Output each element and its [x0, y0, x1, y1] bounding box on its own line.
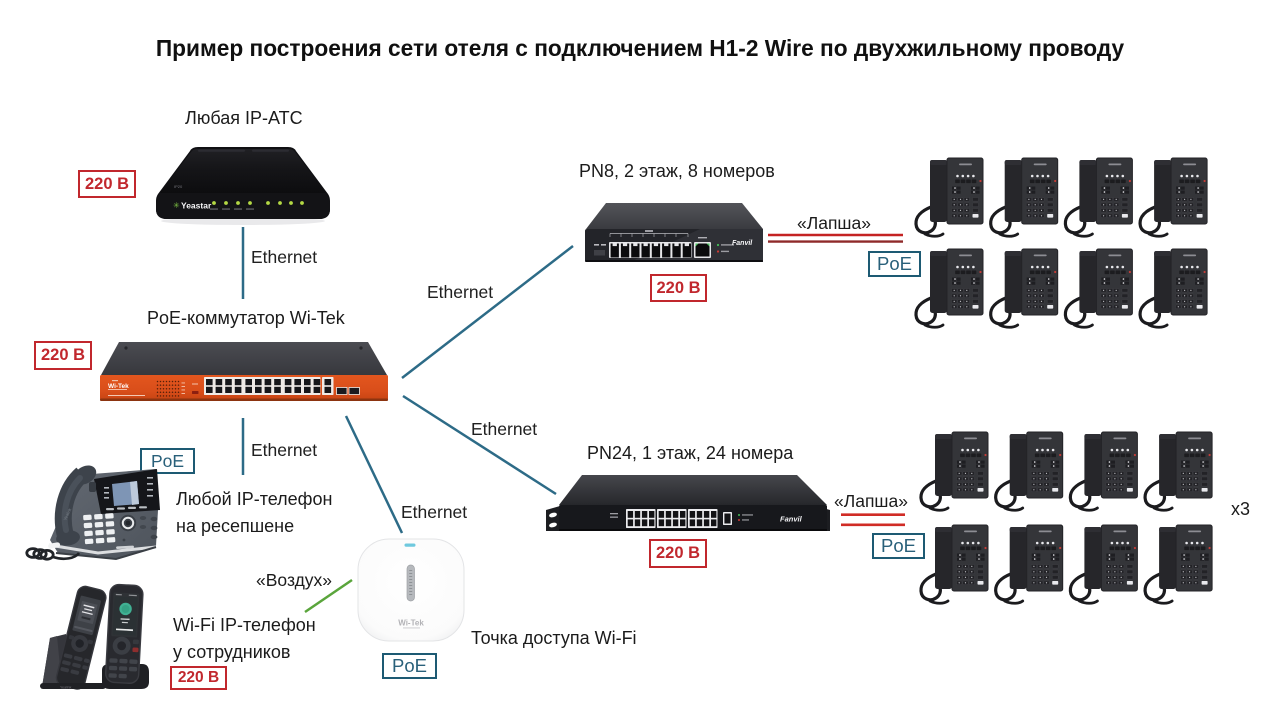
svg-text:Yealink: Yealink	[62, 507, 72, 521]
svg-text:Fanvil: Fanvil	[780, 515, 803, 524]
svg-text:IP20: IP20	[174, 184, 183, 189]
svg-text:Wi-Tek: Wi-Tek	[108, 383, 129, 390]
svg-text:Yeastar: Yeastar	[181, 201, 212, 211]
svg-text:✳: ✳	[173, 201, 180, 210]
svg-text:Yealink: Yealink	[60, 686, 72, 690]
svg-text:Fanvil: Fanvil	[732, 240, 753, 247]
svg-text:Wi-Tek: Wi-Tek	[398, 619, 424, 628]
